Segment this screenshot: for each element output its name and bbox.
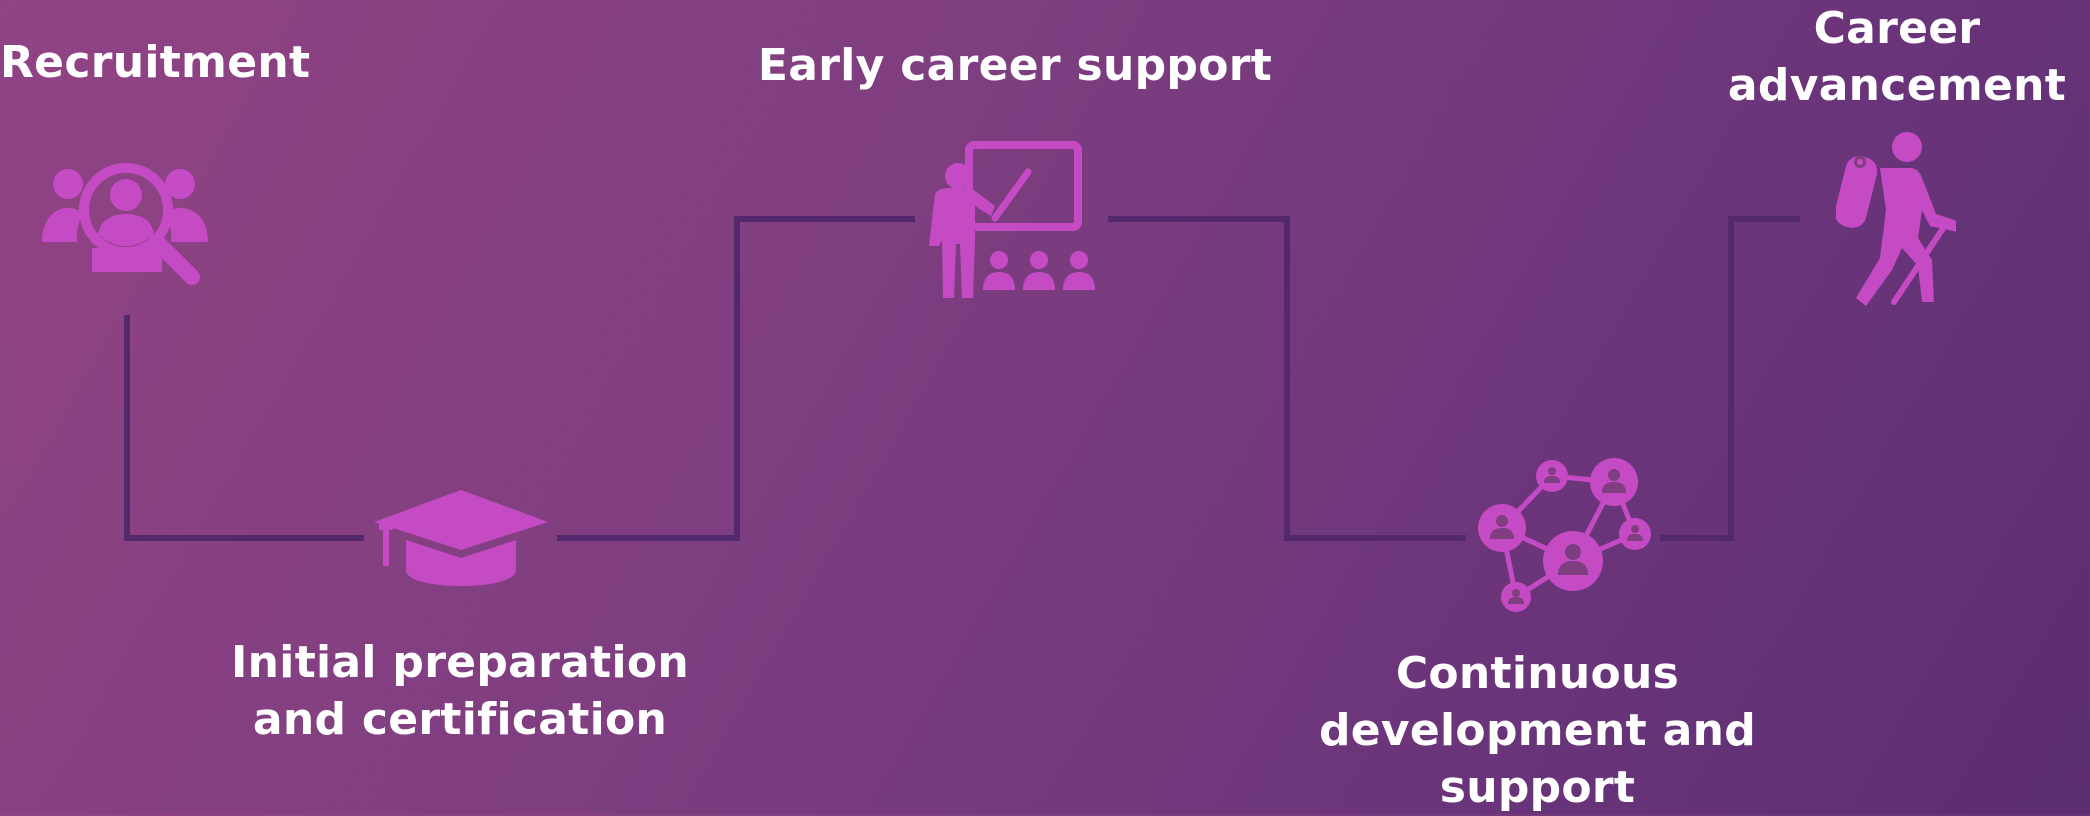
hiker-icon	[1836, 130, 1956, 308]
step-label-continuous-development: Continuous development and support	[1318, 648, 1757, 813]
teacher-presentation-icon	[925, 140, 1100, 300]
recruitment-search-icon	[40, 160, 215, 285]
network-people-icon	[1470, 452, 1662, 614]
step-label-initial-preparation: Initial preparation and certification	[231, 637, 689, 745]
step-label-career-advancement: Career advancement	[1727, 3, 2067, 111]
step-label-early-career-support: Early career support	[757, 40, 1273, 91]
graduation-cap-icon	[372, 488, 550, 588]
step-label-recruitment: Recruitment	[0, 37, 311, 88]
